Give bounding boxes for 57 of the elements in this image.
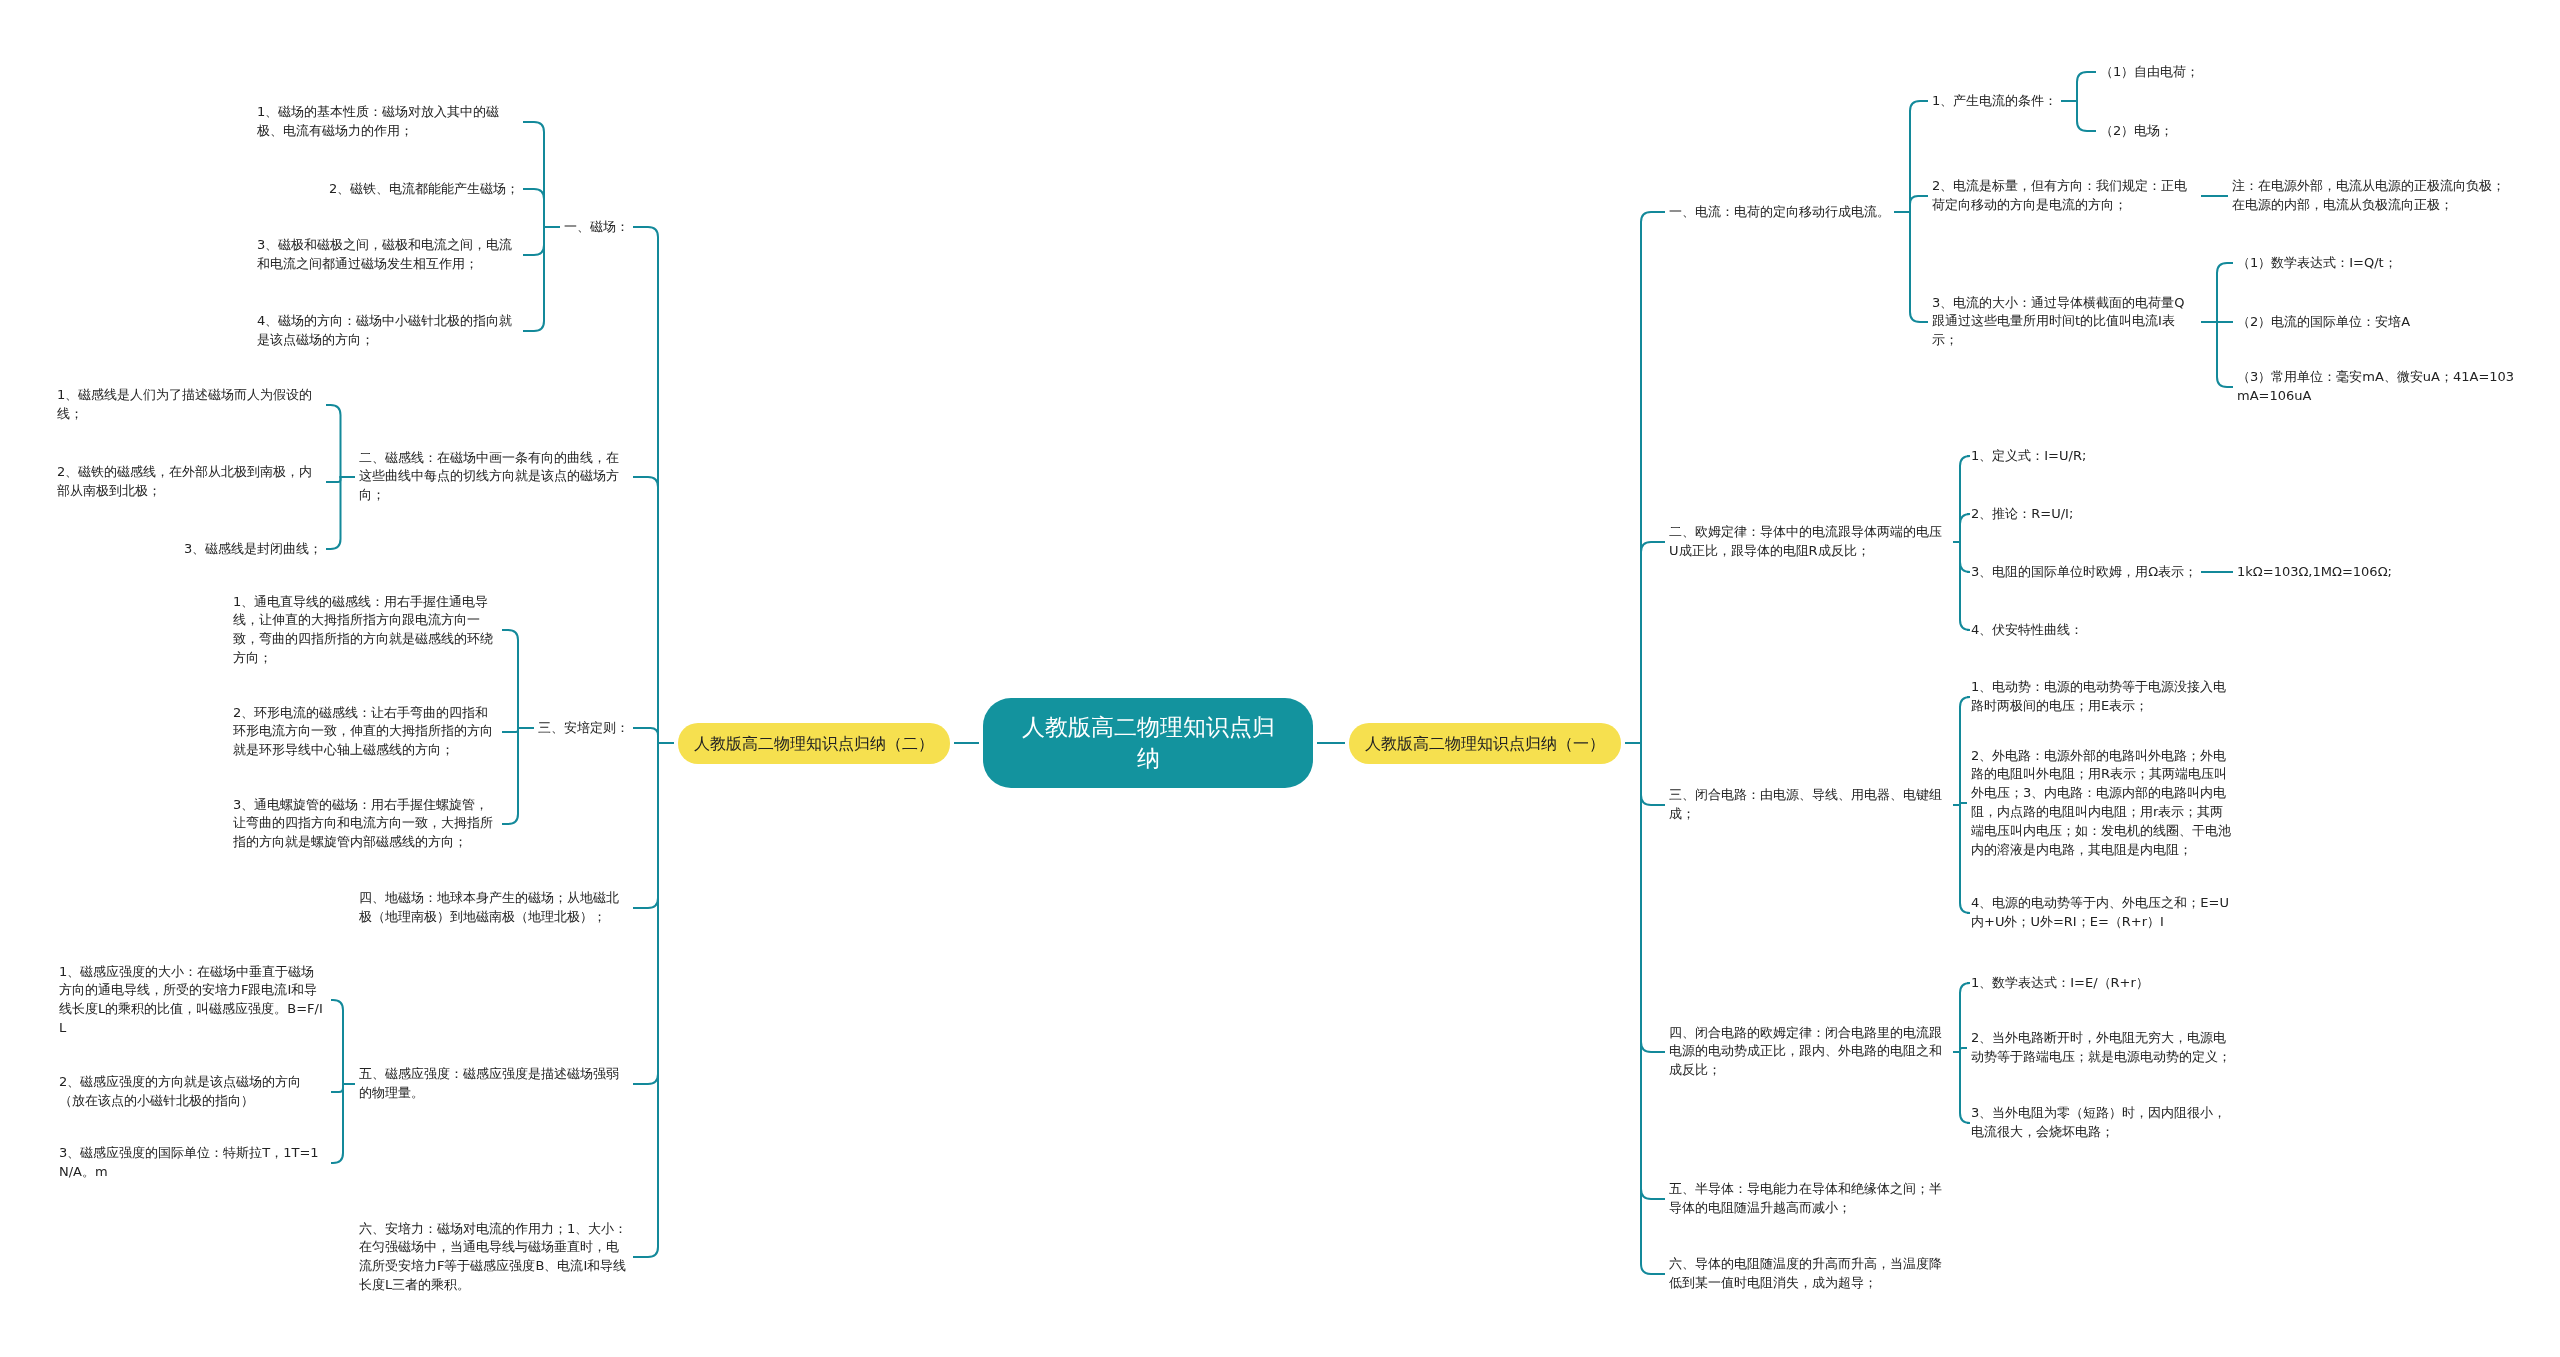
topic-text: 2、电流是标量，但有方向：我们规定：正电荷定向移动的方向是电流的方向； [1932, 177, 2197, 215]
connector-line [1952, 1051, 1971, 1124]
topic-text: 3、磁感线是封闭曲线； [184, 539, 323, 559]
topic-text: 二、欧姆定律：导体中的电流跟导体两端的电压U成正比，跟导体的电阻R成反比； [1669, 523, 1949, 561]
topic-text: 五、半导体：导电能力在导体和绝缘体之间；半导体的电阻随温升越高而减小； [1669, 1180, 1949, 1218]
branch-topic: 人教版高二物理知识点归纳（一） [1349, 722, 1621, 764]
connector-line [2200, 571, 2234, 573]
topic-text: 五、磁感应强度：磁感应强度是描述磁场强弱的物理量。 [359, 1065, 629, 1103]
topic-text: （2）电流的国际单位：安培A [2237, 312, 2411, 332]
connector-line [1952, 804, 1971, 914]
topic-text: 4、电源的电动势等于内、外电压之和；E=U内+U外；U外=RI；E=（R+r）I [1971, 894, 2236, 932]
topic-text: （1）自由电荷； [2100, 62, 2200, 82]
topic-text: 六、安培力：磁场对电流的作用力；1、大小：在匀强磁场中，当通电导线与磁场垂直时，电流所受安培力F等于磁感应强度B、电流I和导线长度L三者的乘积。 [359, 1219, 629, 1295]
topic-text: 2、磁感应强度的方向就是该点磁场的方向（放在该点的小磁针北极的指向） [59, 1073, 327, 1111]
topic-text: 1、定义式：I=U/R; [1971, 446, 2087, 466]
central-topic: 人教版高二物理知识点归纳 [983, 698, 1313, 789]
topic-text: 1kΩ=103Ω,1MΩ=106Ω; [2237, 562, 2392, 582]
topic-text: 3、当外电阻为零（短路）时，因内阻很小，电流很大，会烧坏电路； [1971, 1104, 2236, 1142]
topic-text: 四、地磁场：地球本身产生的磁场；从地磁北极（地理南极）到地磁南极（地理北极）； [359, 889, 629, 927]
connector-line [1316, 742, 1346, 744]
topic-text: 3、磁极和磁极之间，磁极和电流之间，电流和电流之间都通过磁场发生相互作用； [257, 236, 519, 274]
topic-text: 1、产生电流的条件： [1932, 91, 2058, 111]
topic-text: 1、磁场的基本性质：磁场对放入其中的磁极、电流有磁场力的作用； [257, 103, 519, 141]
topic-text: 2、当外电路断开时，外电阻无穷大，电源电动势等于路端电压；就是电源电动势的定义； [1971, 1029, 2236, 1067]
topic-text: （1）数学表达式：I=Q/t； [2237, 253, 2397, 273]
topic-text: 2、磁铁的磁感线，在外部从北极到南极，内部从南极到北极； [57, 463, 322, 501]
connector-line [2200, 195, 2229, 197]
topic-text: 4、伏安特性曲线： [1971, 620, 2084, 640]
topic-text: 1、数学表达式：I=E/（R+r） [1971, 973, 2149, 993]
branch-topic: 人教版高二物理知识点归纳（二） [678, 722, 950, 764]
topic-text: 一、电流：电荷的定向移动行成电流。 [1669, 202, 1890, 222]
topic-text: 2、环形电流的磁感线：让右手弯曲的四指和环形电流方向一致，伸直的大拇指所指的方向就是环形导线中心轴上磁感线的方向； [233, 703, 498, 761]
topic-text: 2、磁铁、电流都能能产生磁场； [329, 179, 520, 199]
connector-line [2060, 100, 2097, 132]
topic-text: 3、磁感应强度的国际单位：特斯拉T，1T=1N/A。m [59, 1144, 327, 1182]
topic-text: 1、磁感应强度的大小：在磁场中垂直于磁场方向的通电导线，所受的安培力F跟电流I和导线长度L的乘积的比值，叫磁感应强度。B=F/IL [59, 962, 327, 1038]
topic-text: 1、磁感线是人们为了描述磁场而人为假设的线； [57, 386, 322, 424]
connector-line [953, 742, 980, 744]
topic-text: 3、电流的大小：通过导体横截面的电荷量Q跟通过这些电量所用时间t的比值叫电流I表示； [1932, 293, 2197, 351]
topic-text: 4、磁场的方向：磁场中小磁针北极的指向就是该点磁场的方向； [257, 312, 519, 350]
topic-text: 四、闭合电路的欧姆定律：闭合电路里的电流跟电源的电动势成正比，跟内、外电路的电阻之和成反比； [1669, 1023, 1949, 1081]
topic-text: 一、磁场： [564, 217, 629, 237]
topic-text: 三、闭合电路：由电源、导线、用电器、电键组成； [1669, 786, 1949, 824]
topic-text: 二、磁感线：在磁场中画一条有向的曲线，在这些曲线中每点的切线方向就是该点的磁场方向； [359, 448, 629, 506]
topic-text: 注：在电源外部，电流从电源的正极流向负极；在电源的内部，电流从负极流向正极； [2232, 177, 2507, 215]
topic-text: 2、外电路：电源外部的电路叫外电路；外电路的电阻叫外电阻；用R表示；其两端电压叫外电压；3、内电路：电源内部的电路叫内电阻，内点路的电阻叫内电阻；用r表示；其两端电压叫内电压；如：发电机的线圈、干电池内的溶液是内电路，其电阻是内电阻； [1971, 746, 2236, 860]
topic-text: 3、通电螺旋管的磁场：用右手握住螺旋管，让弯曲的四指方向和电流方向一致，大拇指所指的方向就是螺旋管内部磁感线的方向； [233, 795, 498, 853]
topic-text: 2、推论：R=U/I; [1971, 504, 2074, 524]
topic-text: （2）电场； [2100, 121, 2174, 141]
connector-line [1952, 541, 1971, 631]
topic-text: 1、电动势：电源的电动势等于电源没接入电路时两极间的电压；用E表示； [1971, 678, 2236, 716]
topic-text: 六、导体的电阻随温度的升高而升高，当温度降低到某一值时电阻消失，成为超导； [1669, 1255, 1949, 1293]
topic-text: 3、电阻的国际单位时欧姆，用Ω表示； [1971, 562, 2198, 582]
topic-text: （3）常用单位：毫安mA、微安uA；41A=103mA=106uA [2237, 368, 2517, 406]
topic-text: 1、通电直导线的磁感线：用右手握住通电导线，让伸直的大拇指所指方向跟电流方向一致，弯曲的四指所指的方向就是磁感线的环绕方向； [233, 592, 498, 668]
topic-text: 三、安培定则： [538, 718, 629, 738]
connector-line [330, 1083, 356, 1164]
